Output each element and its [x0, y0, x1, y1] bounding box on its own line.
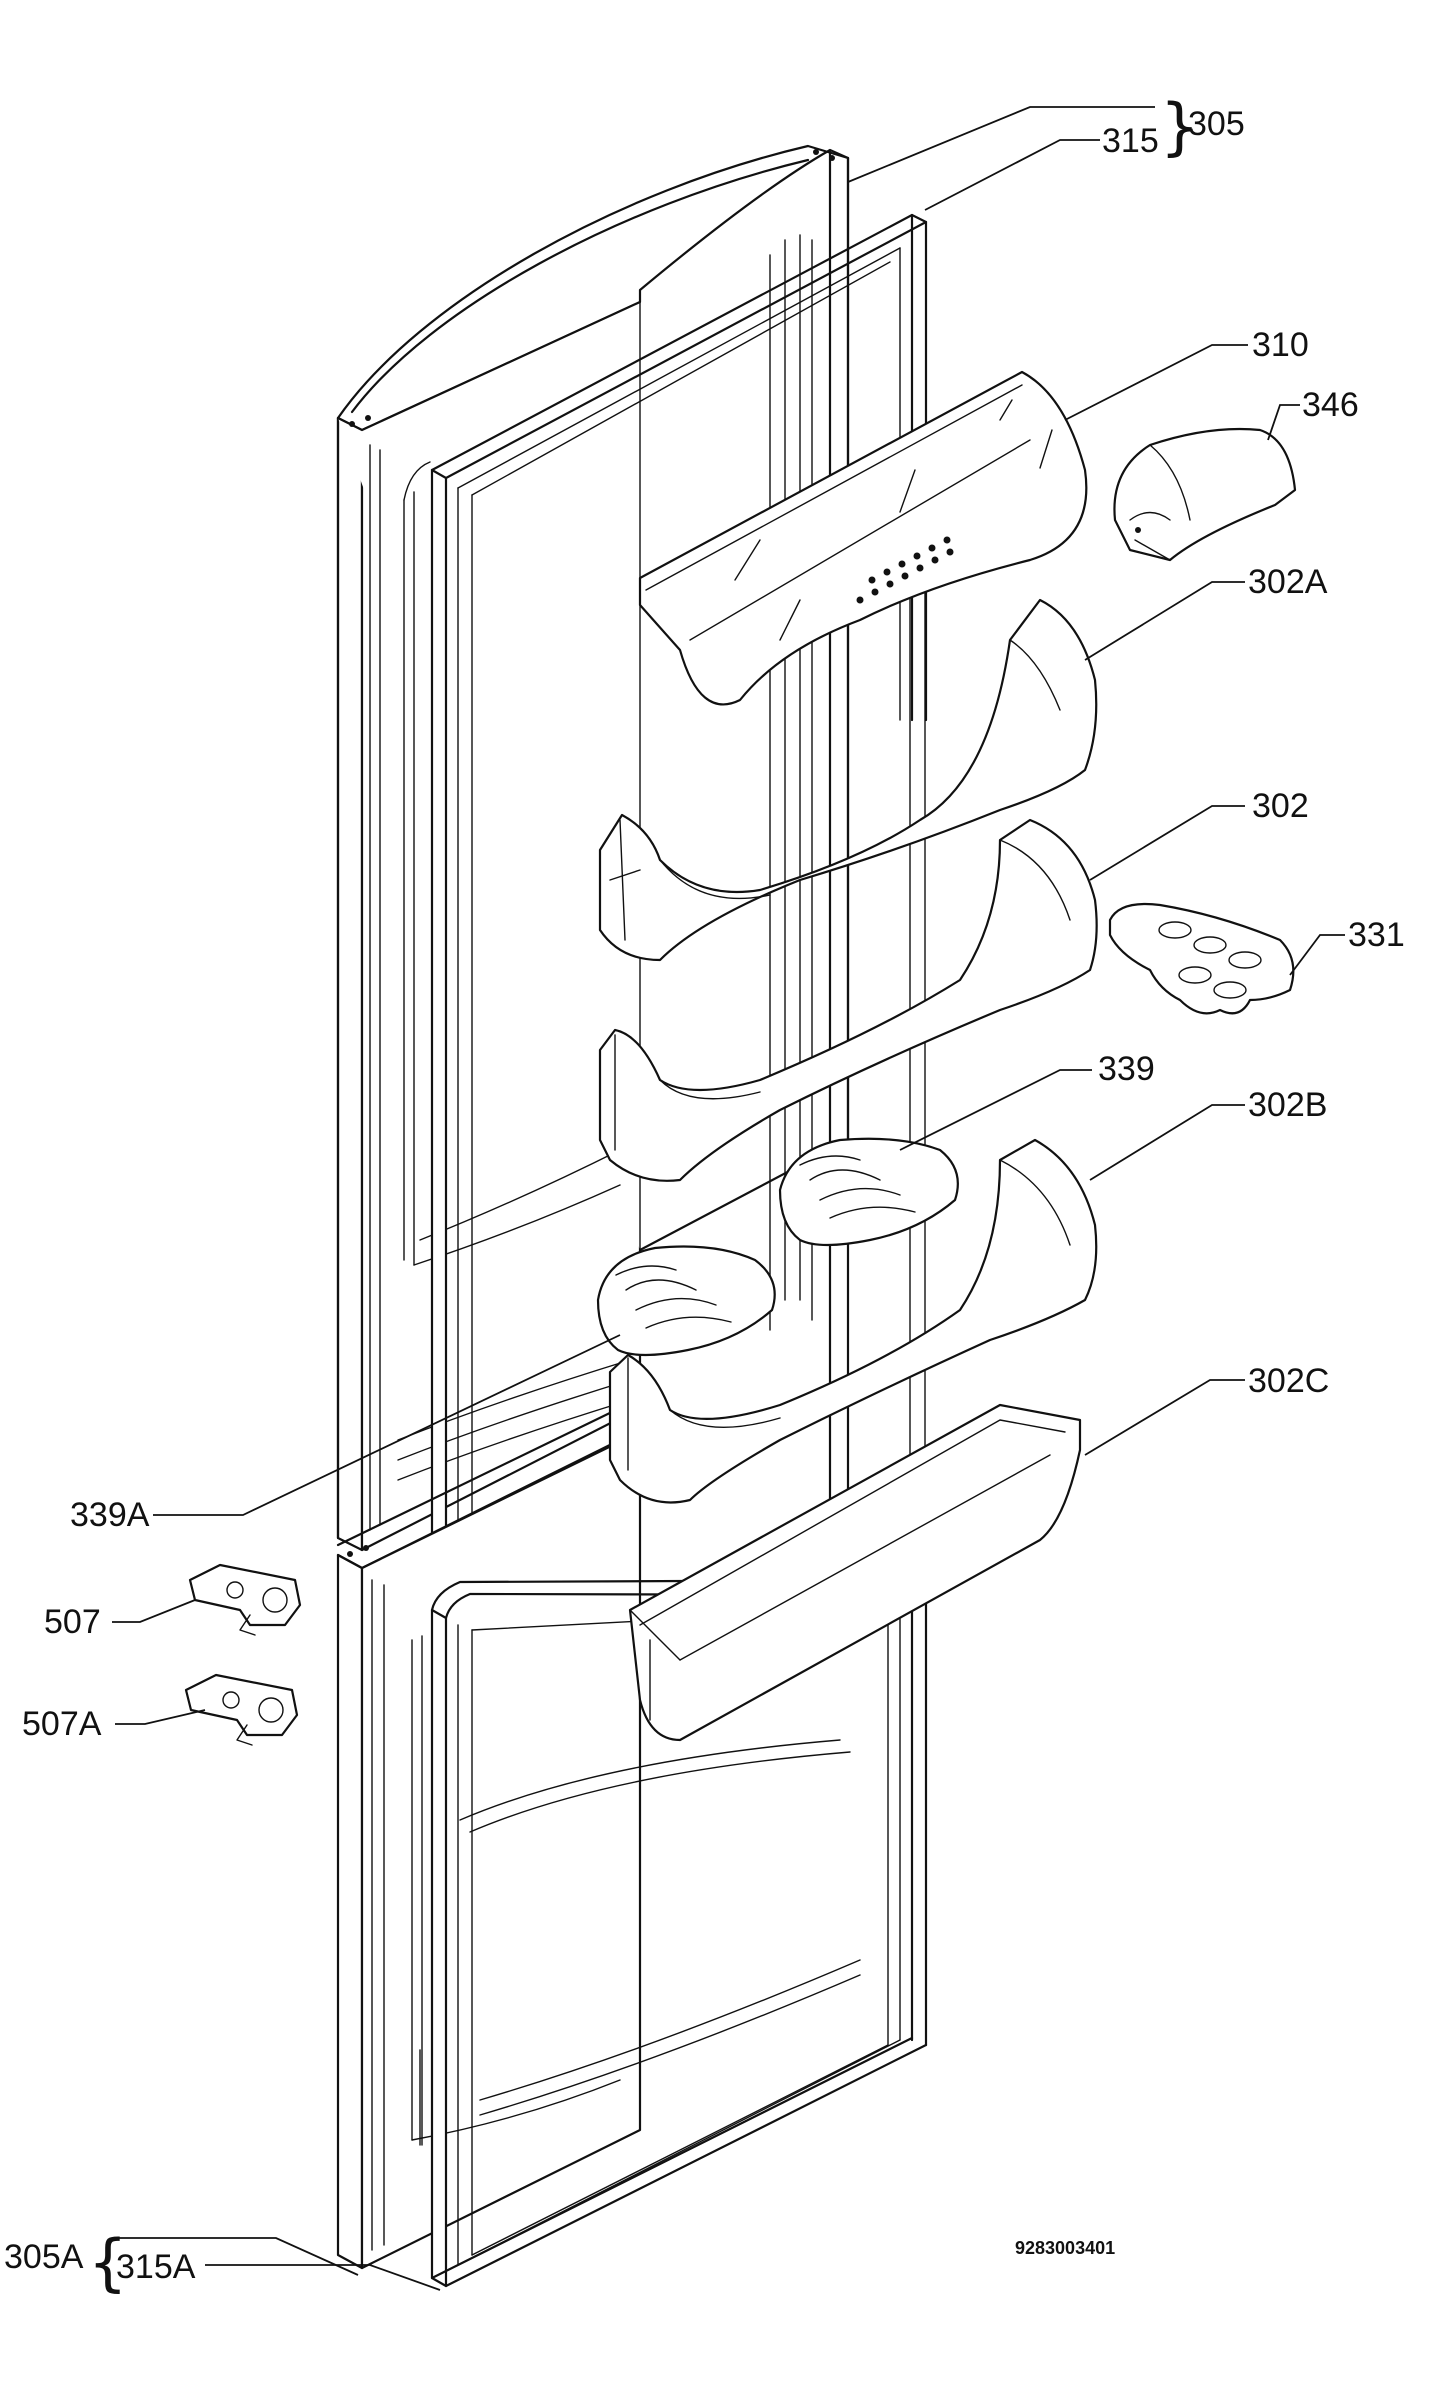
label-302: 302	[1252, 787, 1309, 825]
leader-lines	[112, 106, 1345, 2291]
label-315A: 315A	[116, 2248, 196, 2286]
label-305: 305	[1188, 105, 1245, 143]
part-labels: 315 } 305 310 346 302A 302 331 339 302B …	[4, 90, 1405, 2299]
door-assembly	[336, 144, 928, 2288]
brace-305: }	[1160, 90, 1199, 163]
shelf-cover-310	[638, 370, 1088, 706]
label-302C: 302C	[1248, 1362, 1329, 1400]
door-balcony-302	[598, 818, 1098, 1182]
butter-box-346	[1113, 427, 1297, 562]
label-305A: 305A	[4, 2238, 84, 2276]
upper-door-panel	[336, 144, 850, 1552]
label-339A: 339A	[70, 1496, 150, 1534]
label-507: 507	[44, 1603, 101, 1641]
egg-tray-331	[1108, 902, 1295, 1015]
balcony-fixing-339	[778, 1137, 959, 1247]
balcony-fixing-339A	[596, 1245, 776, 1357]
door-balcony-302C	[628, 1403, 1082, 1742]
door-balcony-302B	[608, 1138, 1098, 1504]
document-number: 9283003401	[1015, 2238, 1115, 2258]
vent-holes	[856, 536, 954, 604]
label-331: 331	[1348, 916, 1405, 954]
brace-305A: {	[88, 2226, 127, 2299]
label-302B: 302B	[1248, 1086, 1327, 1124]
door-balcony-302A	[598, 598, 1098, 962]
hinge-507	[188, 1563, 302, 1636]
label-310: 310	[1252, 326, 1309, 364]
hinge-507A	[184, 1673, 299, 1746]
label-302A: 302A	[1248, 563, 1328, 601]
lower-door-gasket	[419, 1578, 928, 2288]
upper-door-gasket	[430, 213, 928, 1578]
label-339: 339	[1098, 1050, 1155, 1088]
label-315: 315	[1102, 122, 1159, 160]
label-507A: 507A	[22, 1705, 102, 1743]
label-346: 346	[1302, 386, 1359, 424]
